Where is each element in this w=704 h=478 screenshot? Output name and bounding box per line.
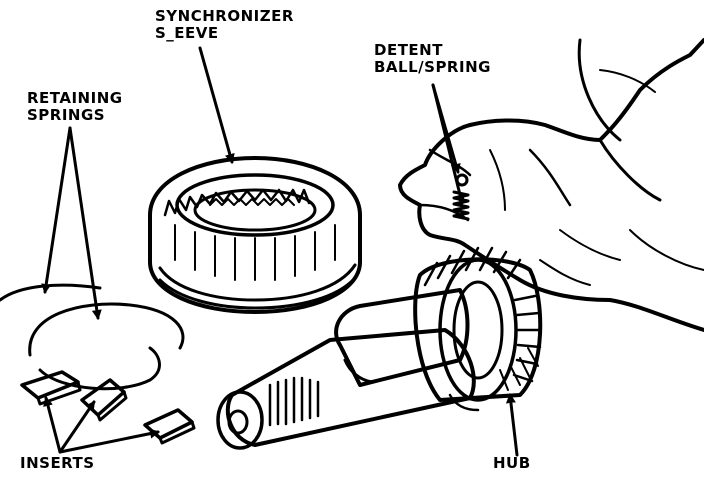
leader-lines bbox=[41, 46, 519, 457]
label-synchronizer-line1: SYNCHRONIZER bbox=[155, 7, 294, 25]
label-retaining-line1: RETAINING bbox=[27, 89, 123, 107]
label-synchronizer-line2: S_EEVE bbox=[155, 24, 219, 42]
shaft-hub-drawing bbox=[216, 246, 543, 450]
label-detent-ball-spring: DETENT BALL/SPRING bbox=[374, 42, 491, 76]
label-detent-line1: DETENT bbox=[374, 41, 443, 59]
retaining-springs-drawing bbox=[0, 283, 185, 391]
synchronizer-sleeve-drawing bbox=[148, 156, 362, 314]
label-hub: HUB bbox=[493, 454, 531, 472]
hand-drawing bbox=[398, 38, 704, 332]
label-retaining-line2: SPRINGS bbox=[27, 106, 106, 124]
label-inserts: INSERTS bbox=[20, 454, 95, 472]
label-detent-line2: BALL/SPRING bbox=[374, 58, 491, 76]
label-synchronizer-sleeve: SYNCHRONIZER S_EEVE bbox=[155, 8, 294, 42]
label-retaining-springs: RETAINING SPRINGS bbox=[27, 90, 123, 124]
